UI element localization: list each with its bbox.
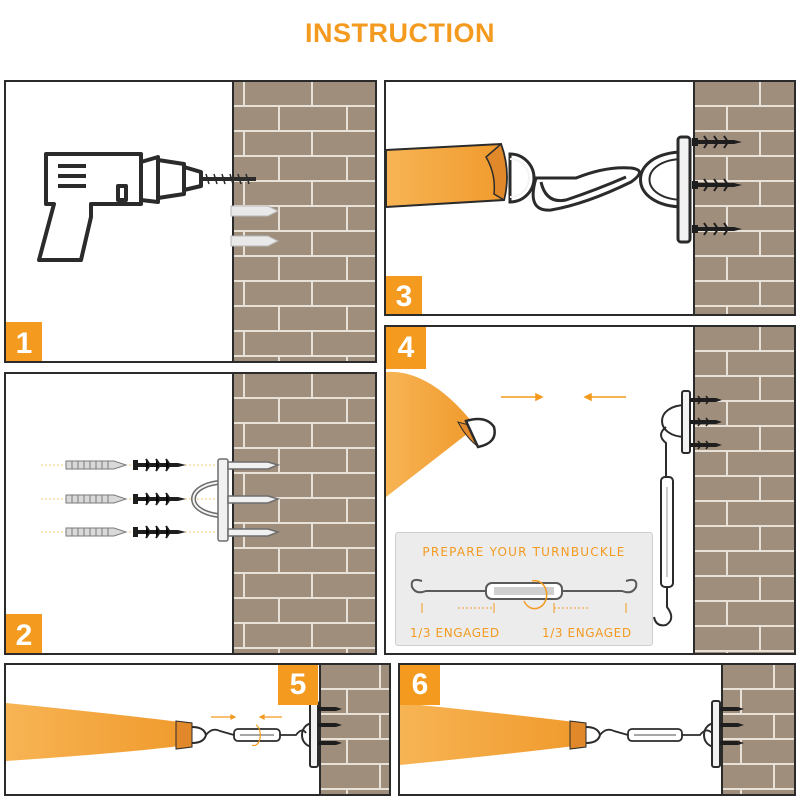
step-1-panel: 1	[4, 80, 377, 363]
carabiner-icon	[531, 166, 641, 212]
step-5-panel: 5	[4, 663, 391, 796]
arrow-icon	[211, 714, 282, 720]
shade-sail	[386, 371, 476, 497]
turnbuckle-icon	[599, 728, 713, 742]
brick-wall	[233, 82, 375, 361]
step-2-panel: 2	[4, 372, 377, 655]
engaged-label-right: 1/3 ENGAGED	[542, 626, 632, 640]
wall-anchor-icon	[720, 707, 744, 745]
shade-sail	[6, 703, 188, 761]
engaged-label-left: 1/3 ENGAGED	[410, 626, 500, 640]
screw-icon	[201, 173, 256, 185]
wall-anchor-icon	[318, 707, 342, 745]
pad-eye-icon	[639, 135, 692, 244]
brick-wall	[233, 374, 375, 653]
brick-wall	[722, 665, 794, 794]
pad-eye-icon	[703, 700, 721, 768]
wall-anchor-icon	[690, 398, 722, 447]
pad-eye-icon	[301, 700, 319, 768]
step-number-badge: 3	[386, 276, 422, 314]
drilled-holes	[230, 205, 280, 247]
step-number-badge: 2	[6, 614, 42, 653]
arrow-icon	[501, 392, 626, 402]
pad-eye-icon	[661, 390, 691, 454]
turnbuckle-icon	[653, 426, 674, 627]
turnbuckle-icon	[205, 724, 307, 747]
step-number-badge: 5	[278, 665, 318, 705]
step-number-badge: 1	[6, 322, 42, 361]
page-title: INSTRUCTION	[305, 18, 495, 48]
drill-icon	[37, 152, 203, 262]
wall-anchor-icon	[692, 135, 742, 236]
step-6-panel: 6	[398, 663, 796, 796]
d-ring-icon	[191, 726, 208, 744]
shade-sail	[400, 703, 582, 765]
brick-wall	[694, 327, 794, 653]
pad-eye-icon	[191, 458, 281, 542]
step-number-badge: 6	[400, 665, 440, 705]
d-ring-icon	[585, 726, 602, 744]
turnbuckle-guide: PREPARE YOUR TURNBUCKLE 1/3 ENGAGED 1/3 …	[395, 532, 653, 646]
turnbuckle-guide-title: PREPARE YOUR TURNBUCKLE	[422, 545, 626, 559]
shade-sail	[386, 142, 508, 209]
brick-wall	[694, 82, 794, 314]
step-number-badge: 4	[386, 327, 426, 369]
turnbuckle-icon	[410, 578, 638, 610]
d-ring-icon	[464, 417, 496, 449]
brick-wall	[320, 665, 389, 794]
d-ring-icon	[508, 152, 536, 204]
step-3-panel: 3	[384, 80, 796, 316]
